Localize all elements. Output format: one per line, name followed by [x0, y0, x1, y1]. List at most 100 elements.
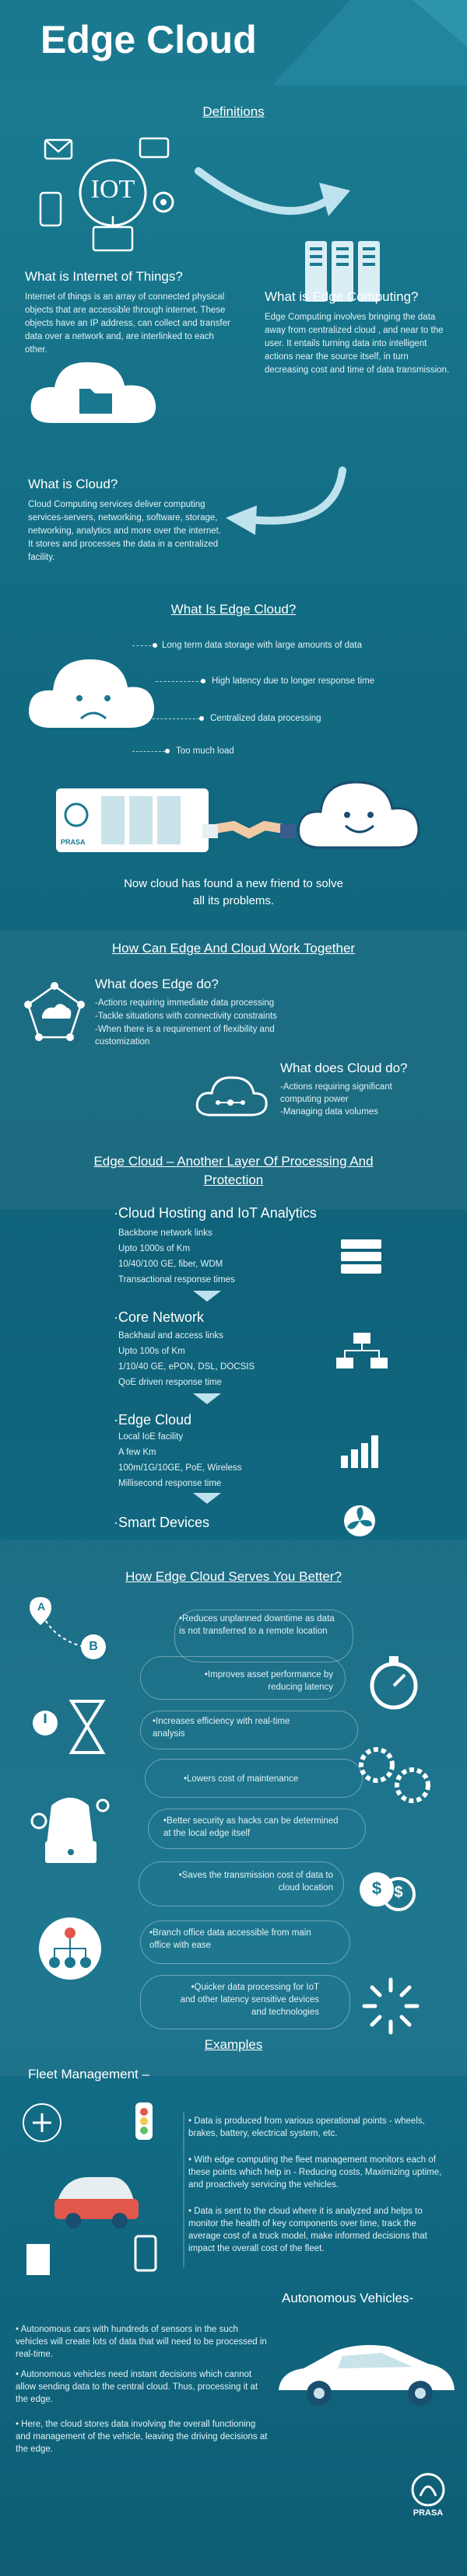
edge-do-point: -Actions requiring immediate data proces…: [95, 998, 275, 1008]
layer-line: Local IoE facility: [118, 1432, 184, 1442]
edge-do-point: -Tackle situations with connectivity con…: [95, 1012, 277, 1021]
cloud-do-point: -Actions requiring significant computing…: [280, 1082, 392, 1104]
happy-cloud-icon: [297, 781, 420, 849]
benefit-text: •Reduces unplanned downtime as data is n…: [179, 1614, 335, 1636]
benefit-box: [140, 1975, 350, 2029]
connector-line: [132, 751, 165, 752]
footer-brand: PRASA: [413, 2508, 444, 2518]
autonomous-point: • Autonomous vehicles need instant decis…: [16, 2370, 258, 2404]
layer-line: 10/40/100 GE, fiber, WDM: [118, 1260, 223, 1269]
layer-title: ·Edge Cloud: [114, 1412, 192, 1428]
down-arrow-icon: [193, 1493, 221, 1504]
map-pin-a: A: [37, 1600, 46, 1613]
layer-line: 1/10/40 GE, ePON, DSL, DOCSIS: [118, 1362, 255, 1372]
bg-band: [0, 930, 467, 1210]
layer-line: Upto 100s of Km: [118, 1347, 185, 1356]
edge-do-point: -When there is a requirement of flexibil…: [95, 1025, 275, 1047]
header-decoration: [272, 0, 467, 86]
connector-dot: [201, 679, 205, 683]
connector-line: [153, 718, 199, 719]
map-pin-b: B: [89, 1640, 98, 1653]
stopwatch-icon: [370, 1656, 418, 1710]
layer-title: ·Cloud Hosting and IoT Analytics: [114, 1205, 317, 1221]
server-stack-icon: [341, 1239, 381, 1274]
iot-text: Internet of things is an array of connec…: [25, 292, 230, 355]
layer-title: ·Core Network: [114, 1309, 205, 1325]
edge-computing-title: What is Edge Computing?: [265, 289, 419, 304]
edge-server-box-icon: [56, 788, 209, 852]
coins-dollar-icon: [360, 1872, 416, 1911]
connector-line: [156, 681, 202, 682]
fleet-point: • With edge computing the fleet manageme…: [188, 2155, 442, 2190]
benefit-box: [148, 1809, 366, 1849]
cloud-network-icon: [195, 1076, 268, 1117]
gears-bulb-icon: [359, 1747, 430, 1803]
network-hierarchy-icon: [336, 1333, 388, 1368]
fleet-title: Fleet Management –: [28, 2067, 149, 2081]
layer-line: Backhaul and access links: [118, 1331, 223, 1340]
server-rack-icon: [305, 241, 380, 302]
down-arrow-icon: [193, 1291, 221, 1302]
hourglass-icon: [33, 1700, 106, 1754]
edge-cloud-point: Too much load: [176, 746, 234, 756]
bar-chart-icon: [341, 1435, 378, 1468]
layer-line: Transactional response times: [118, 1275, 235, 1285]
branch-network-icon: [39, 1917, 101, 1980]
brand-label: PRASA: [61, 838, 86, 846]
edge-cloud-point: High latency due to longer response time: [212, 676, 375, 686]
cloud-title: What is Cloud?: [28, 477, 118, 491]
prasa-logo-icon: [411, 2473, 445, 2507]
benefit-box: [140, 1711, 358, 1749]
layer-line: Upto 1000s of Km: [118, 1244, 191, 1253]
edge-cloud-point: Long term data storage with large amount…: [162, 641, 362, 650]
iot-title: What is Internet of Things?: [25, 269, 183, 284]
what-is-edge-cloud-heading: What Is Edge Cloud?: [170, 602, 297, 617]
cloud-text: Cloud Computing services deliver computi…: [28, 500, 222, 562]
autonomous-title: Autonomous Vehicles-: [282, 2291, 414, 2305]
autonomous-point: • Autonomous cars with hundreds of senso…: [16, 2325, 267, 2359]
layer-line: Backbone network links: [118, 1229, 212, 1238]
benefit-text: •Saves the transmission cost of data to …: [178, 1871, 333, 1893]
connector-dot: [153, 643, 157, 648]
layer-line: QoE driven response time: [118, 1378, 222, 1387]
fleet-divider: [183, 2112, 184, 2267]
network-nodes-icon: [24, 982, 85, 1041]
hacker-icon: [30, 1798, 110, 1863]
dollar-icon: $: [394, 1884, 403, 1901]
benefit-text: •Branch office data accessible from main…: [149, 1928, 311, 1950]
benefit-text: •Better security as hacks can be determi…: [163, 1816, 339, 1838]
edge-computing-text: Edge Computing involves bringing the dat…: [265, 313, 450, 375]
new-friend-text: Now cloud has found a new friend to solv…: [124, 877, 343, 907]
layer-line: A few Km: [118, 1448, 156, 1457]
edge-cloud-point: Centralized data processing: [210, 714, 321, 723]
benefit-box: [139, 1861, 344, 1907]
connector-line: [132, 645, 156, 646]
connector-dot: [165, 749, 170, 753]
route-map-icon: [30, 1597, 106, 1659]
iot-devices-icon: [39, 137, 174, 252]
autonomous-point: • Here, the cloud stores data involving …: [16, 2420, 268, 2454]
work-together-heading: How Can Edge And Cloud Work Together: [111, 941, 356, 956]
layer-line: Millisecond response time: [118, 1479, 222, 1488]
benefit-text: •Improves asset performance by reducing …: [204, 1670, 333, 1692]
connector-dot: [199, 716, 204, 721]
edge-do-title: What does Edge do?: [95, 977, 219, 991]
fleet-point: • Data is produced from various operatio…: [188, 2116, 425, 2138]
cloud-do-point: -Managing data volumes: [280, 1107, 378, 1117]
sad-cloud-icon: [29, 659, 154, 728]
benefit-box: [174, 1610, 353, 1662]
curved-arrow-back-icon: [226, 467, 346, 535]
curved-arrow-icon: [195, 167, 350, 216]
benefit-box: [140, 1921, 350, 1964]
fleet-point: • Data is sent to the cloud where it is …: [188, 2207, 427, 2253]
layer-line: 100m/1G/10GE, PoE, Wireless: [118, 1463, 242, 1473]
dollar-icon: $: [371, 1879, 382, 1898]
loading-spinner-icon: [362, 1977, 420, 2035]
benefit-text: •Lowers cost of maintenance: [184, 1774, 299, 1784]
benefit-box: [145, 1759, 363, 1798]
benefit-text: •Quicker data processing for IoT and oth…: [180, 1983, 319, 2017]
cloud-folder-icon: [30, 362, 156, 423]
layer-title: ·Smart Devices: [114, 1515, 210, 1530]
examples-heading: Examples: [204, 2037, 263, 2052]
